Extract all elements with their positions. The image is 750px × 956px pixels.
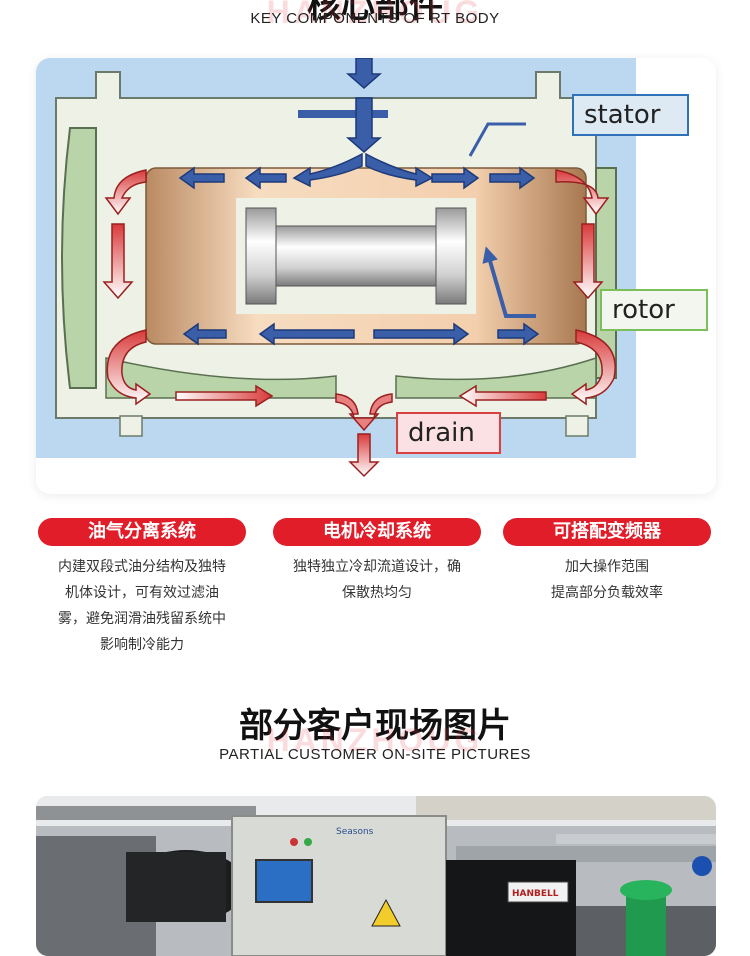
drain-label: drain [396, 412, 501, 454]
machine-room-illustration: Seasons HANBELL [36, 796, 716, 956]
stator-label: stator [572, 94, 689, 136]
feature-title-badge: 电机冷却系统 [273, 518, 481, 546]
feature-title-badge: 油气分离系统 [38, 518, 246, 546]
section-title-top: 核心部件 [307, 0, 443, 26]
feature-inverter: 可搭配变频器 加大操作范围 提高部分负载效率 [503, 518, 711, 606]
customer-section-subtitle: PARTIAL CUSTOMER ON-SITE PICTURES [219, 746, 531, 763]
watermark-customer: HANZHOUG [266, 722, 484, 758]
feature-description: 独特独立冷却流道设计，确保散热均匀 [293, 559, 461, 601]
rotor-label: rotor [600, 289, 708, 331]
watermark-top: HANZHOUG [266, 0, 484, 30]
rt-body-diagram: stator rotor drain [36, 58, 716, 494]
feature-oil-separation: 油气分离系统 内建双段式油分结构及独特机体设计，可有效过滤油雾，避免润滑油残留系… [38, 518, 246, 658]
section-subtitle-top: KEY COMPONENTS OF RT BODY [250, 10, 500, 27]
compressor-cutaway-illustration [36, 58, 716, 494]
customer-site-photo: Seasons HANBELL [36, 796, 716, 956]
feature-title-badge: 可搭配变频器 [503, 518, 711, 546]
customer-section-title: 部分客户现场图片 [239, 706, 511, 746]
feature-description: 加大操作范围 提高部分负载效率 [551, 559, 663, 601]
control-panel-logo: Seasons [336, 827, 374, 837]
compressor-brand-plate: HANBELL [512, 889, 559, 899]
feature-motor-cooling: 电机冷却系统 独特独立冷却流道设计，确保散热均匀 [273, 518, 481, 606]
feature-description: 内建双段式油分结构及独特机体设计，可有效过滤油雾，避免润滑油残留系统中影响制冷能… [58, 559, 226, 653]
